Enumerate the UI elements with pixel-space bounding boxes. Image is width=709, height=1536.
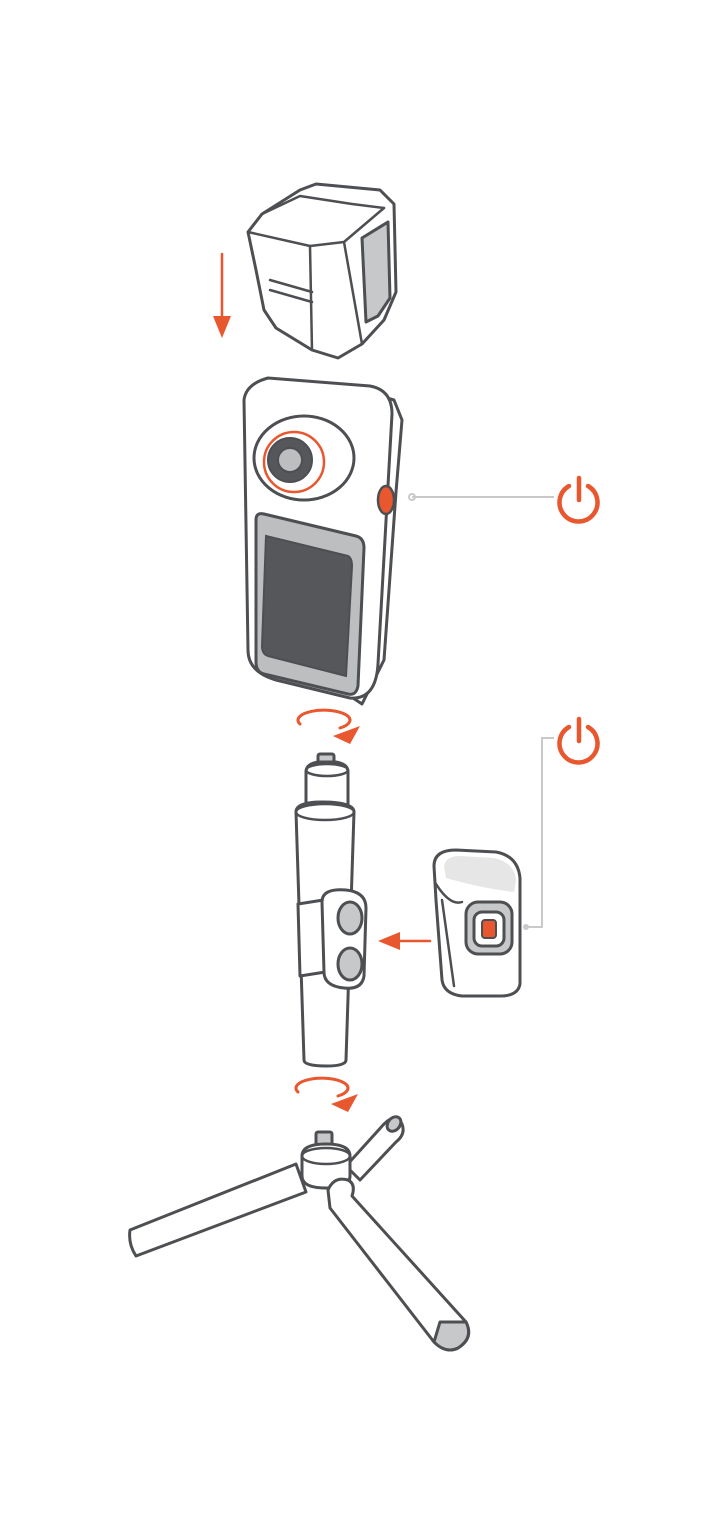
remote-control [432, 848, 522, 998]
remote-holder [320, 888, 368, 990]
camera-power-button [376, 484, 396, 516]
power-icon [557, 475, 600, 524]
camera [242, 376, 404, 706]
arrow-down-icon [213, 316, 231, 338]
rotate-arrow-icon [294, 1076, 358, 1112]
power-icon [557, 716, 600, 765]
remote-power-leader [526, 737, 554, 928]
tripod [128, 1115, 471, 1352]
rotate-arrow-icon [296, 708, 360, 744]
camera-screen [260, 534, 354, 678]
remote-power-button [481, 919, 497, 939]
arrow-left-icon [378, 932, 400, 950]
lens-cap [246, 182, 398, 360]
